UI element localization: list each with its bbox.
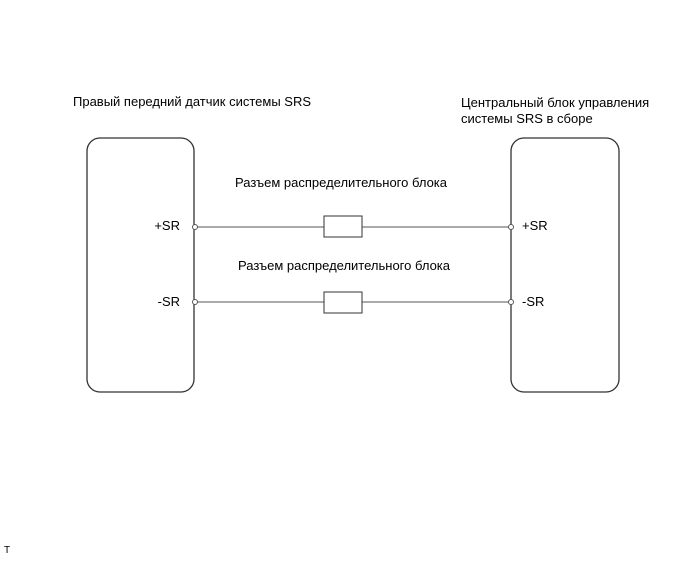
left-component-title: Правый передний датчик системы SRS	[73, 94, 312, 109]
connector-1-symbol	[323, 215, 363, 238]
right-component-box	[510, 137, 620, 393]
left-pin-minus-sr: -SR	[157, 294, 180, 309]
terminal-right-plus-sr	[508, 224, 514, 230]
terminal-right-minus-sr	[508, 299, 514, 305]
connector-2-symbol	[323, 291, 363, 314]
terminal-left-minus-sr	[192, 299, 198, 305]
right-component-title-line-2: системы SRS в сборе	[461, 111, 593, 126]
right-component-title-line-1: Центральный блок управления	[461, 95, 650, 110]
connector-1-label: Разъем распределительного блока	[235, 175, 448, 190]
terminal-left-plus-sr	[192, 224, 198, 230]
connector-2-label: Разъем распределительного блока	[238, 258, 451, 273]
left-component-box	[86, 137, 195, 393]
right-pin-minus-sr: -SR	[522, 294, 545, 309]
left-pin-plus-sr: +SR	[154, 218, 180, 233]
right-pin-plus-sr: +SR	[522, 218, 548, 233]
corner-mark: T	[4, 545, 11, 556]
